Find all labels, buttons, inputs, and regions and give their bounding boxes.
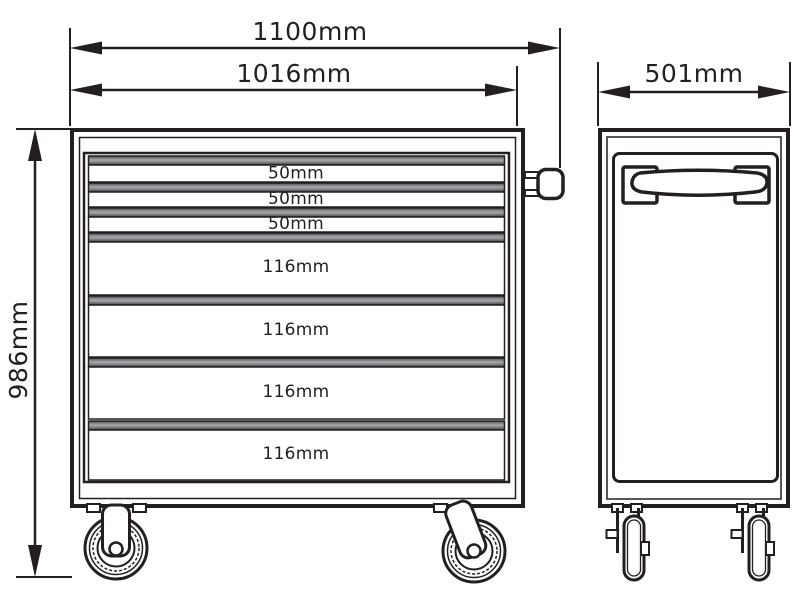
drawer-7-face [87, 429, 506, 481]
drawer-6-label: 116mm [262, 382, 329, 402]
drawer-5: 116mm [87, 295, 506, 358]
drawer-7: 116mm [87, 420, 506, 481]
side-view [598, 128, 790, 582]
drawer-3: 50mm [87, 207, 506, 234]
arrowhead-up-icon [28, 129, 42, 161]
dimension-height: 986mm [4, 128, 72, 578]
side-panel [612, 152, 779, 483]
wheel-hub [466, 543, 482, 559]
arrowhead-left-icon [598, 85, 630, 99]
front-side-handle [524, 167, 565, 201]
handle-grip-end [536, 167, 565, 201]
caster-mount-tab [132, 503, 147, 513]
arrowhead-down-icon [28, 545, 42, 577]
drawer-5-face [87, 304, 506, 358]
dimension-depth: 501mm [597, 59, 791, 126]
handle-grip-bar [630, 168, 769, 197]
side-left-caster [605, 503, 650, 582]
dim-label-drawer-width: 1016mm [236, 59, 351, 88]
arrowhead-left-icon [70, 83, 102, 97]
arrowhead-right-icon [758, 85, 790, 99]
drawer-4-face [87, 241, 506, 296]
drawer-7-handle-band [87, 420, 506, 431]
dimension-width-drawers: 1016mm [70, 59, 518, 126]
drawer-2-face [87, 191, 506, 208]
side-right-caster [730, 503, 775, 582]
drawer-7-label: 116mm [262, 444, 329, 464]
front-right-caster [433, 499, 507, 584]
wheel-hub [108, 541, 124, 557]
dimension-width-overall: 1100mm [69, 17, 561, 168]
drawer-4-label: 116mm [262, 257, 329, 277]
dim-label-height: 986mm [4, 301, 33, 400]
caster-brake-lever [605, 529, 619, 539]
drawer-3-face [87, 216, 506, 233]
dim-label-overall-width: 1100mm [252, 17, 367, 46]
front-left-caster [83, 503, 149, 581]
caster-mount-tab [755, 503, 768, 513]
drawer-6: 116mm [87, 357, 506, 420]
side-handle [621, 165, 771, 205]
side-cabinet-inner-wall [606, 136, 782, 500]
dim-label-depth: 501mm [645, 59, 744, 88]
drawer-5-label: 116mm [262, 320, 329, 340]
arrowhead-right-icon [485, 83, 517, 97]
drawer-4: 116mm [87, 232, 506, 296]
drawer-2-label: 50mm [268, 189, 324, 209]
front-view: 50mm 50mm 50mm 116mm 116mm [70, 128, 565, 584]
arrowhead-left-icon [70, 41, 102, 55]
arrowhead-right-icon [528, 41, 560, 55]
drawer-3-label: 50mm [268, 214, 324, 234]
drawer-1: 50mm [87, 155, 506, 184]
wheel-axle-nub [765, 541, 775, 556]
caster-brake-lever [730, 529, 744, 539]
wheel-axle-nub [640, 541, 650, 556]
front-cabinet-inner-wall [78, 136, 517, 500]
drawer-1-face [87, 164, 506, 183]
drawer-2: 50mm [87, 182, 506, 209]
drawer-6-handle-band [87, 357, 506, 368]
caster-mount-tab [86, 503, 101, 513]
drawer-6-face [87, 366, 506, 420]
caster-mount-tab [630, 503, 643, 513]
drawer-1-label: 50mm [268, 164, 324, 184]
drawer-5-handle-band [87, 295, 506, 306]
drawer-4-handle-band [87, 232, 506, 243]
